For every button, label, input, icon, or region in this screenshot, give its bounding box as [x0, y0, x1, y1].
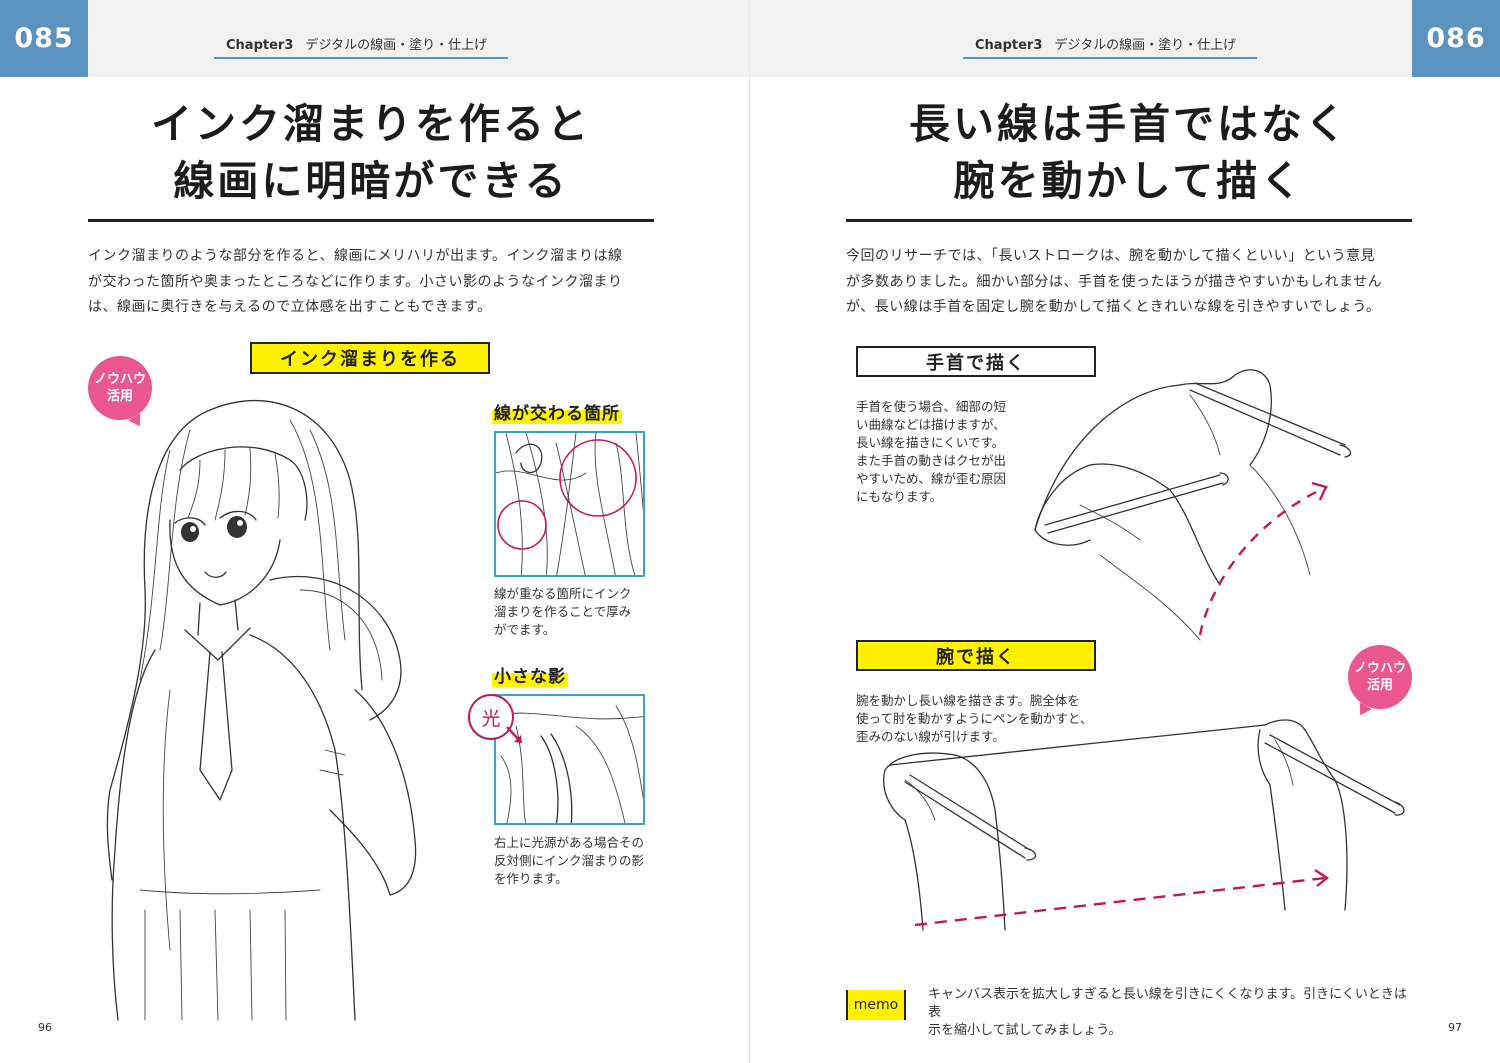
- caption-line: がでます。: [494, 622, 556, 637]
- page-number: 96: [38, 1021, 52, 1034]
- arm-caption: 腕を動かし長い線を描きます。腕全体を 使って肘を動かすようにペンを動かすと、 歪…: [856, 692, 1126, 746]
- title-underline: [846, 219, 1412, 222]
- chapter-title: デジタルの線画・塗り・仕上げ: [1054, 38, 1237, 53]
- character-illustration: [106, 399, 417, 1021]
- crossing-inset: [494, 431, 645, 577]
- badge-line: ノウハウ: [93, 372, 146, 387]
- title-line: 長い線は手首ではなく: [909, 100, 1349, 148]
- memo-line: 示を縮小して試してみましょう。: [928, 1023, 1122, 1038]
- crossing-sketch: [496, 433, 643, 575]
- badge-line: 活用: [1366, 678, 1393, 693]
- page-title: 長い線は手首ではなく 腕を動かして描く: [846, 96, 1412, 210]
- header-band: [0, 0, 750, 77]
- caption-line: 腕を動かし長い線を描きます。腕全体を: [856, 693, 1080, 708]
- shadow-inset: [494, 694, 645, 825]
- arm-label-box: 腕で描く: [856, 640, 1096, 671]
- section-number-tab: 086: [1412, 0, 1500, 77]
- caption-line: を作ります。: [494, 871, 568, 886]
- light-arrow-icon: [506, 726, 522, 743]
- light-source-marker: 光: [468, 694, 514, 740]
- section-label-box: インク溜まりを作る: [250, 342, 490, 374]
- wrist-drawing-illustration: [1034, 369, 1352, 641]
- intro-line: が多数ありました。細かい部分は、手首を使ったほうが描きやすいかもしれません: [846, 273, 1383, 290]
- intro-paragraph: インク溜まりのような部分を作ると、線画にメリハリが出ます。インク溜まりは線 が交…: [88, 244, 658, 321]
- memo-line: キャンバス表示を拡大しすぎると長い線を引きにくくなります。引きにくいときは表: [928, 987, 1407, 1020]
- wrist-label-box: 手首で描く: [856, 346, 1096, 377]
- caption-line: 線が重なる箇所にインク: [494, 586, 632, 601]
- page-number: 97: [1448, 1021, 1462, 1034]
- chapter-number: Chapter3: [226, 38, 294, 53]
- shadow-caption: 右上に光源がある場合その 反対側にインク溜まりの影 を作ります。: [494, 834, 654, 888]
- badge-line: ノウハウ: [1353, 661, 1406, 676]
- chapter-number: Chapter3: [975, 38, 1043, 53]
- caption-line: 右上に光源がある場合その: [494, 835, 645, 850]
- caption-line: やすいため、線が歪む原因: [856, 471, 1007, 486]
- know-how-badge: ノウハウ 活用: [1348, 645, 1412, 709]
- crossing-caption: 線が重なる箇所にインク 溜まりを作ることで厚み がでます。: [494, 585, 654, 639]
- wrist-caption: 手首を使う場合、細部の短 い曲線などは描けますが、 長い線を描きにくいです。 ま…: [856, 398, 1026, 506]
- intro-line: が、長い線は手首を固定し腕を動かして描くときれいな線を引きやすいでしょう。: [846, 299, 1381, 315]
- caption-line: また手首の動きはクセが出: [856, 453, 1007, 468]
- title-line: 線画に明暗ができる: [173, 157, 569, 205]
- intro-line: インク溜まりのような部分を作ると、線画にメリハリが出ます。インク溜まりは線: [88, 248, 623, 264]
- shadow-sketch: [496, 705, 643, 823]
- memo-tag: memo: [846, 990, 906, 1020]
- caption-line: 手首を使う場合、細部の短: [856, 399, 1007, 414]
- caption-line: にもなります。: [856, 489, 943, 504]
- chapter-heading: Chapter3 デジタルの線画・塗り・仕上げ: [214, 34, 508, 59]
- intro-line: が交わった箇所や奥まったところなどに作ります。小さい影のようなインク溜まり: [88, 273, 623, 290]
- caption-line: 反対側にインク溜まりの影: [494, 853, 645, 868]
- title-line: 腕を動かして描く: [953, 157, 1305, 205]
- badge-line: 活用: [106, 389, 133, 404]
- header-band: [750, 0, 1500, 77]
- chapter-heading: Chapter3 デジタルの線画・塗り・仕上げ: [963, 34, 1257, 59]
- arm-drawing-illustration: [883, 719, 1405, 931]
- intro-line: 今回のリサーチでは、「長いストロークは、腕を動かして描くといい」という意見: [846, 248, 1376, 264]
- intro-paragraph: 今回のリサーチでは、「長いストロークは、腕を動かして描くといい」という意見 が多…: [846, 244, 1416, 321]
- page-title: インク溜まりを作ると 線画に明暗ができる: [88, 96, 654, 210]
- caption-line: 溜まりを作ることで厚み: [494, 604, 632, 619]
- section-number-tab: 085: [0, 0, 88, 77]
- crossing-label: 線が交わる箇所: [492, 399, 622, 424]
- left-page: 085 Chapter3 デジタルの線画・塗り・仕上げ インク溜まりを作ると 線画…: [0, 0, 750, 1063]
- caption-line: 使って肘を動かすようにペンを動かすと、: [856, 711, 1093, 726]
- right-page: 086 Chapter3 デジタルの線画・塗り・仕上げ 長い線は手首ではなく 腕を…: [750, 0, 1500, 1063]
- know-how-badge: ノウハウ 活用: [88, 356, 152, 420]
- caption-line: い曲線などは描けますが、: [856, 417, 1006, 432]
- shadow-label: 小さな影: [492, 662, 568, 687]
- caption-line: 長い線を描きにくいです。: [856, 435, 1005, 450]
- title-underline: [88, 219, 654, 222]
- memo-text: キャンバス表示を拡大しすぎると長い線を引きにくくなります。引きにくいときは表 示…: [928, 986, 1418, 1040]
- intro-line: は、線画に奥行きを与えるので立体感を出すこともできます。: [88, 299, 492, 315]
- caption-line: 歪みのない線が引けます。: [856, 729, 1005, 744]
- chapter-title: デジタルの線画・塗り・仕上げ: [305, 38, 488, 53]
- title-line: インク溜まりを作ると: [151, 100, 591, 148]
